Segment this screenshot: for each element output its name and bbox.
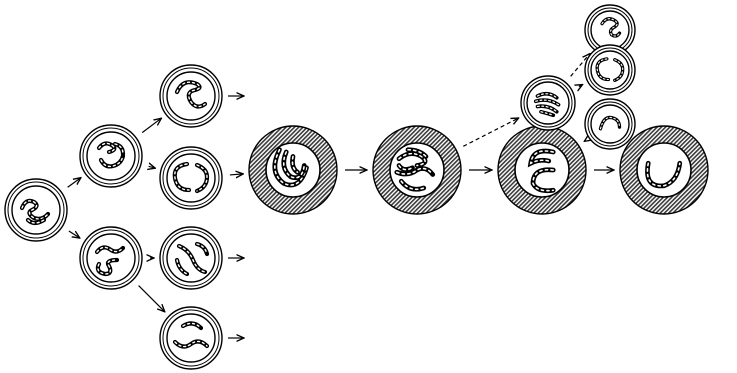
cell-n7 — [160, 307, 222, 369]
edge-n3-n7 — [139, 286, 165, 312]
edge-n2-n4 — [142, 118, 161, 132]
cell-n8 — [249, 126, 337, 214]
cell-nucleus — [167, 72, 215, 120]
cell-n9 — [373, 126, 461, 214]
cell-n10 — [498, 126, 586, 214]
cell-nucleus — [87, 132, 135, 180]
edge-n1-n3 — [69, 231, 80, 238]
cell-n11 — [620, 126, 708, 214]
cell-n1 — [5, 179, 67, 241]
cell-nucleus — [167, 314, 215, 362]
cell-nucleus — [12, 186, 60, 234]
cell-nucleus — [591, 105, 629, 143]
cell-n5 — [160, 147, 222, 209]
cell-n2 — [80, 125, 142, 187]
nodes-layer — [5, 5, 708, 369]
edge-n5-n8 — [230, 174, 243, 175]
cell-n15 — [585, 99, 635, 149]
cell-nucleus — [637, 143, 691, 197]
cell-nucleus — [527, 82, 569, 124]
cell-n14 — [585, 45, 635, 95]
cell-n12 — [521, 76, 575, 130]
cell-nucleus — [87, 234, 135, 282]
edge-n2-n5 — [149, 166, 156, 168]
edge-n1-n2 — [68, 178, 81, 188]
edge-n12-n14-dashed — [579, 85, 583, 87]
cell-n6 — [160, 227, 222, 289]
edge-n10-n15-dashed — [584, 141, 585, 142]
cell-n4 — [160, 65, 222, 127]
cell-n3 — [80, 227, 142, 289]
